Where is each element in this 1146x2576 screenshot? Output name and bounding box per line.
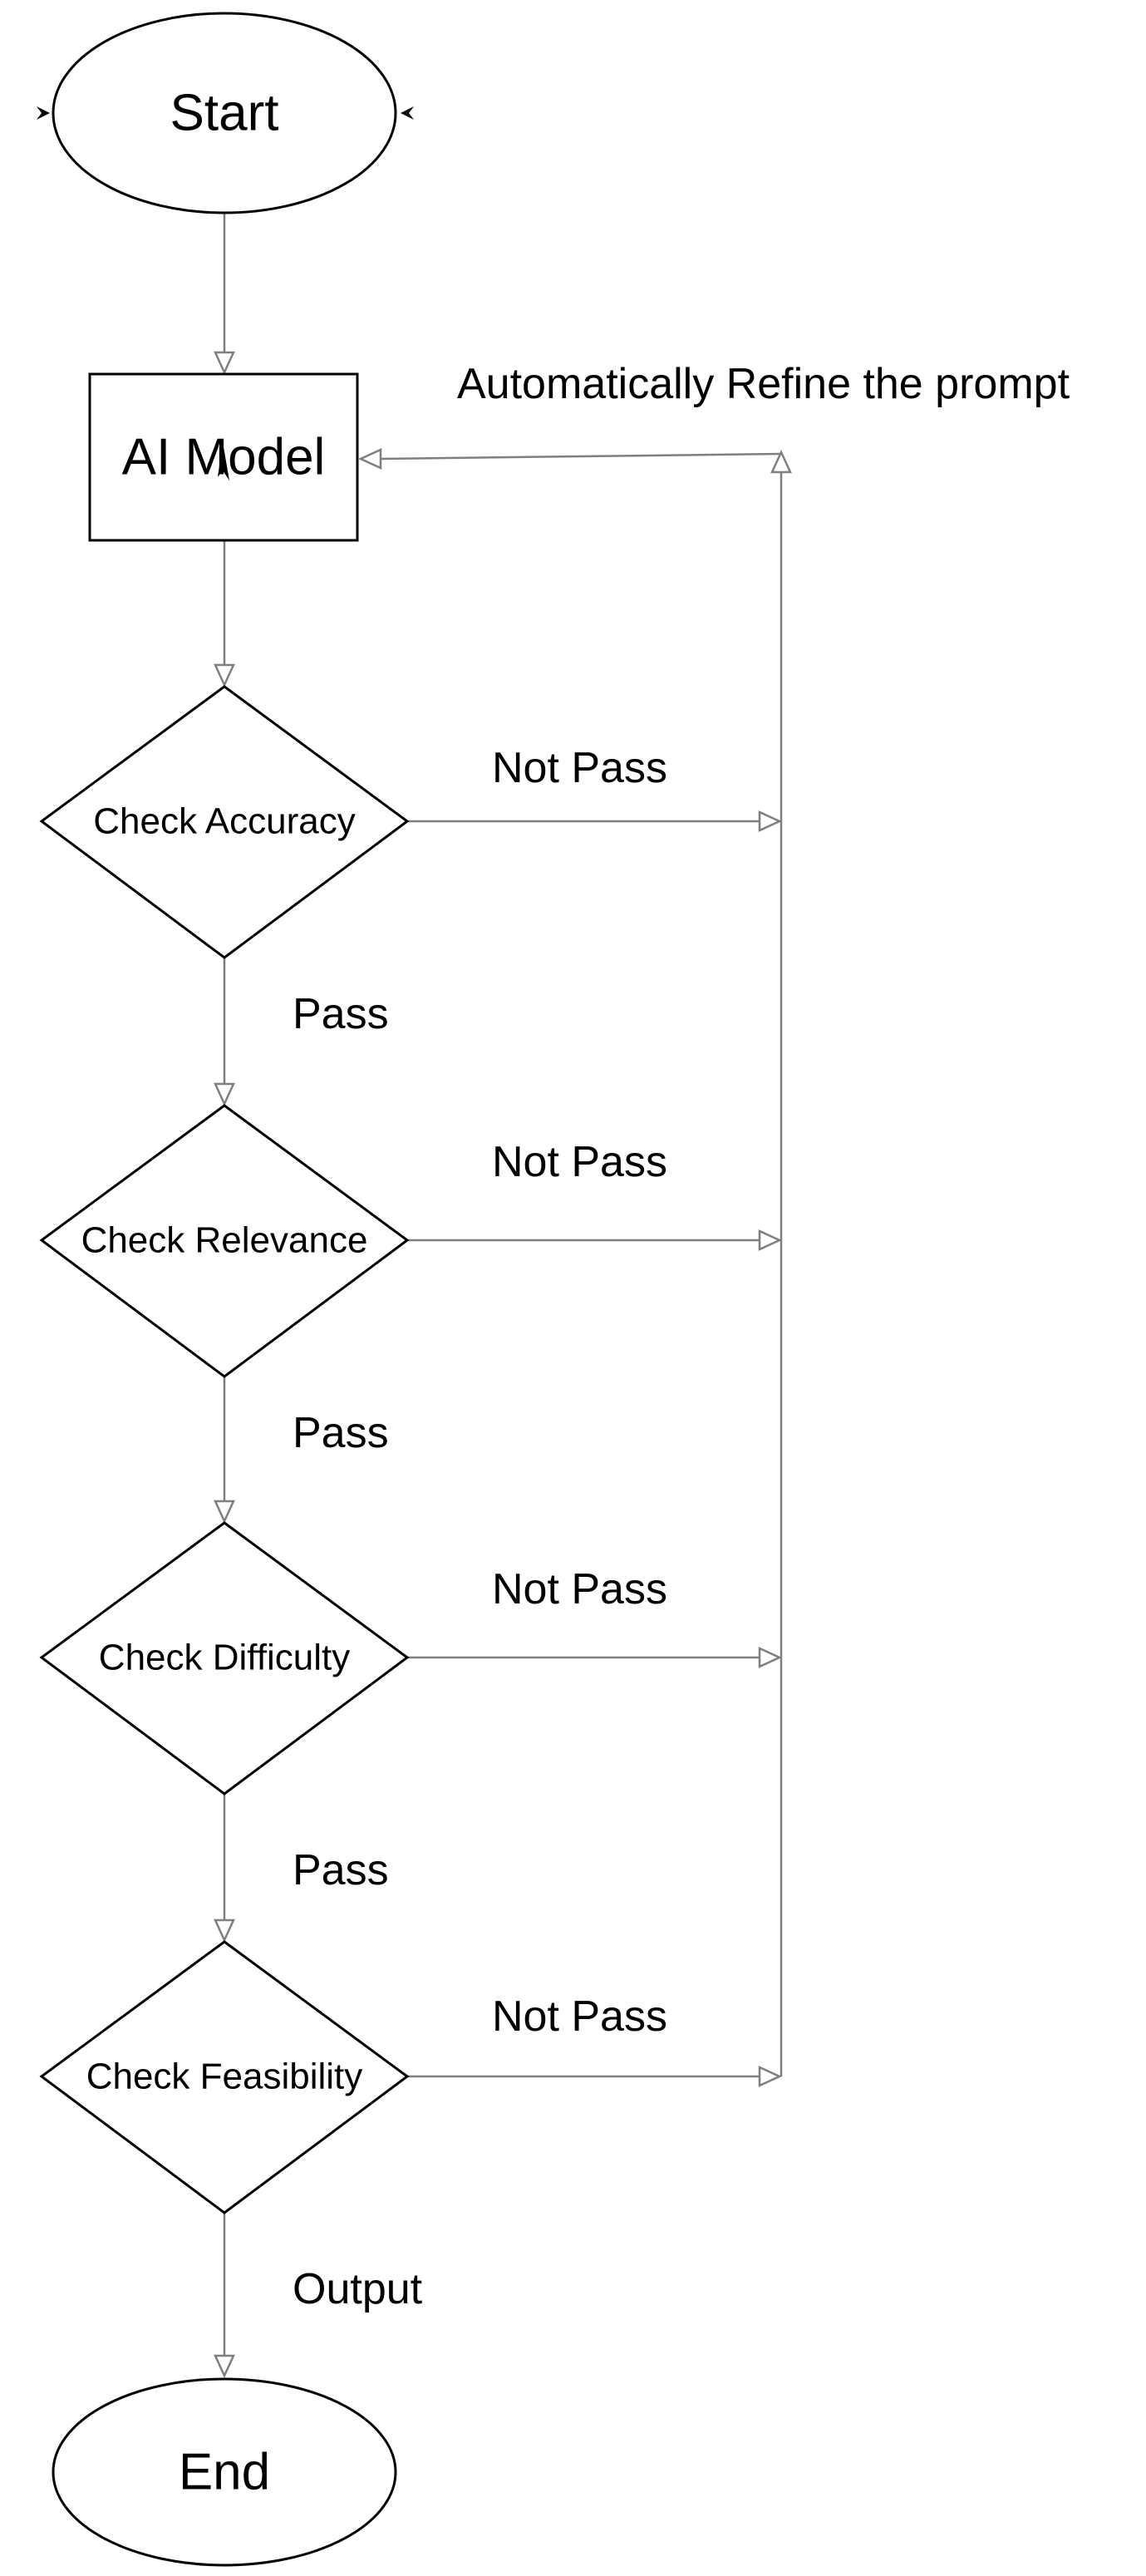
check-feasibility-node: Check Feasibility	[39, 1940, 410, 2214]
check-difficulty-label: Check Difficulty	[99, 1638, 350, 1678]
start-left-marker	[37, 106, 50, 120]
arrowhead-accuracy-not-pass	[758, 810, 783, 832]
check-difficulty-diamond	[39, 1521, 410, 1795]
end-label: End	[179, 2444, 270, 2501]
cursor-marker	[218, 442, 229, 480]
start-right-marker	[401, 106, 414, 120]
check-difficulty-node: Check Difficulty	[39, 1521, 410, 1795]
connectors	[223, 213, 783, 2361]
difficulty-pass-label: Pass	[293, 1846, 389, 1894]
arrowhead-feedback-up	[770, 449, 792, 474]
check-relevance-diamond	[39, 1104, 410, 1378]
arrowhead-into-relevance	[214, 1082, 235, 1107]
arrowhead-into-accuracy	[214, 663, 235, 688]
start-ellipse	[52, 12, 397, 214]
arrowhead-into-ai-model-side	[357, 448, 382, 470]
edge-labels: Automatically Refine the prompt Not Pass…	[293, 360, 1070, 2313]
arrowhead-into-end	[214, 2354, 235, 2379]
start-label: Start	[170, 85, 279, 142]
relevance-not-pass-label: Not Pass	[492, 1138, 667, 1186]
accuracy-pass-label: Pass	[293, 990, 389, 1038]
accuracy-not-pass-label: Not Pass	[492, 744, 667, 792]
end-node: End	[52, 2377, 397, 2567]
difficulty-not-pass-label: Not Pass	[492, 1565, 667, 1613]
refine-prompt-label: Automatically Refine the prompt	[457, 360, 1070, 408]
arrowhead-relevance-not-pass	[758, 1229, 783, 1251]
relevance-pass-label: Pass	[293, 1409, 389, 1457]
end-ellipse	[52, 2377, 397, 2567]
check-relevance-label: Check Relevance	[81, 1220, 368, 1261]
connector-feedback-to-ai-model	[380, 452, 782, 461]
check-accuracy-label: Check Accuracy	[93, 801, 355, 842]
arrowhead-difficulty-not-pass	[758, 1647, 783, 1668]
check-accuracy-node: Check Accuracy	[39, 685, 410, 959]
check-accuracy-diamond	[39, 685, 410, 959]
output-label: Output	[293, 2265, 423, 2313]
feasibility-not-pass-label: Not Pass	[492, 1992, 667, 2041]
arrowhead-into-feasibility	[214, 1918, 235, 1943]
arrowhead-into-ai-model	[214, 351, 235, 376]
arrowheads	[37, 106, 792, 2379]
check-feasibility-label: Check Feasibility	[86, 2056, 363, 2097]
arrowhead-feasibility-not-pass	[758, 2066, 783, 2087]
ai-model-node: AI Model	[88, 372, 359, 542]
arrowhead-into-difficulty	[214, 1500, 235, 1524]
check-relevance-node: Check Relevance	[39, 1104, 410, 1378]
start-node: Start	[52, 12, 397, 214]
check-feasibility-diamond	[39, 1940, 410, 2214]
